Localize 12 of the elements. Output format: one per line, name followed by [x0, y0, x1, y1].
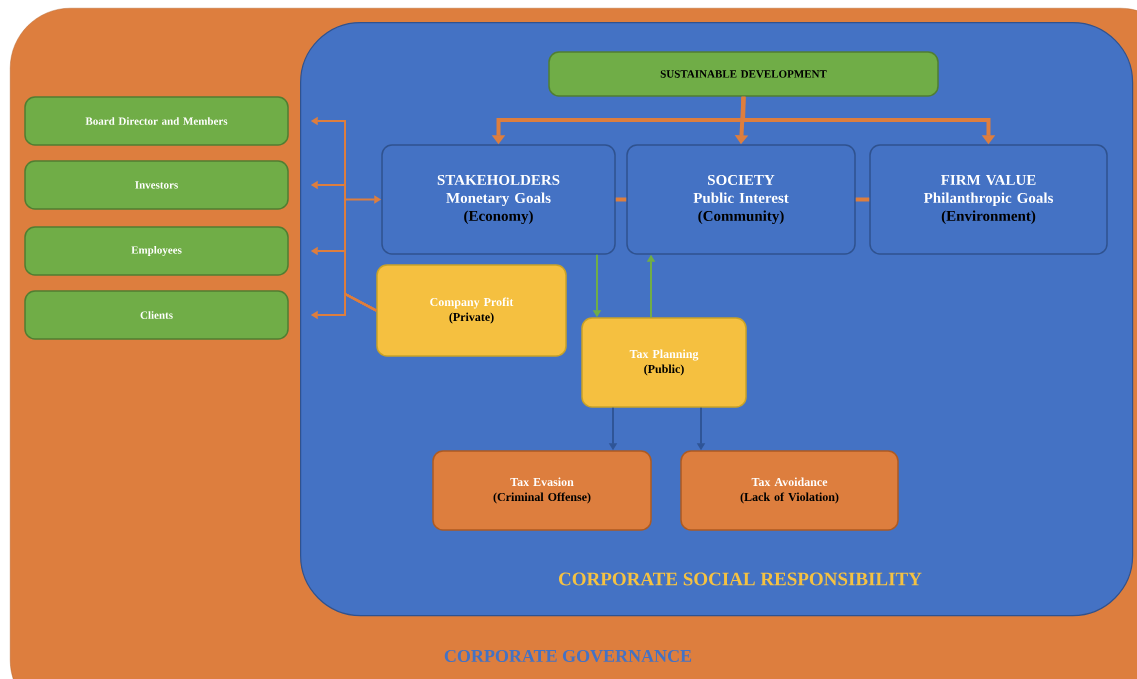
stakeholder-box: Employees — [24, 226, 289, 276]
stakeholder-box: Investors — [24, 160, 289, 210]
process-box: Tax Planning (Public) — [581, 317, 747, 408]
stakeholder-box: Clients — [24, 290, 289, 340]
process-box: Company Profit (Private) — [376, 264, 567, 357]
process-box: Tax Evasion (Criminal Offense) — [432, 450, 652, 531]
stakeholder-box: Board Director and Members — [24, 96, 289, 146]
concept-box: FIRM VALUE Philanthropic Goals (Environment) — [869, 144, 1108, 255]
goal-box: SUSTAINABLE DEVELOPMENT — [548, 51, 939, 97]
concept-box: STAKEHOLDERS Monetary Goals (Economy) — [381, 144, 616, 255]
process-box: Tax Avoidance (Lack of Violation) — [680, 450, 899, 531]
concept-box: SOCIETY Public Interest (Community) — [626, 144, 856, 255]
